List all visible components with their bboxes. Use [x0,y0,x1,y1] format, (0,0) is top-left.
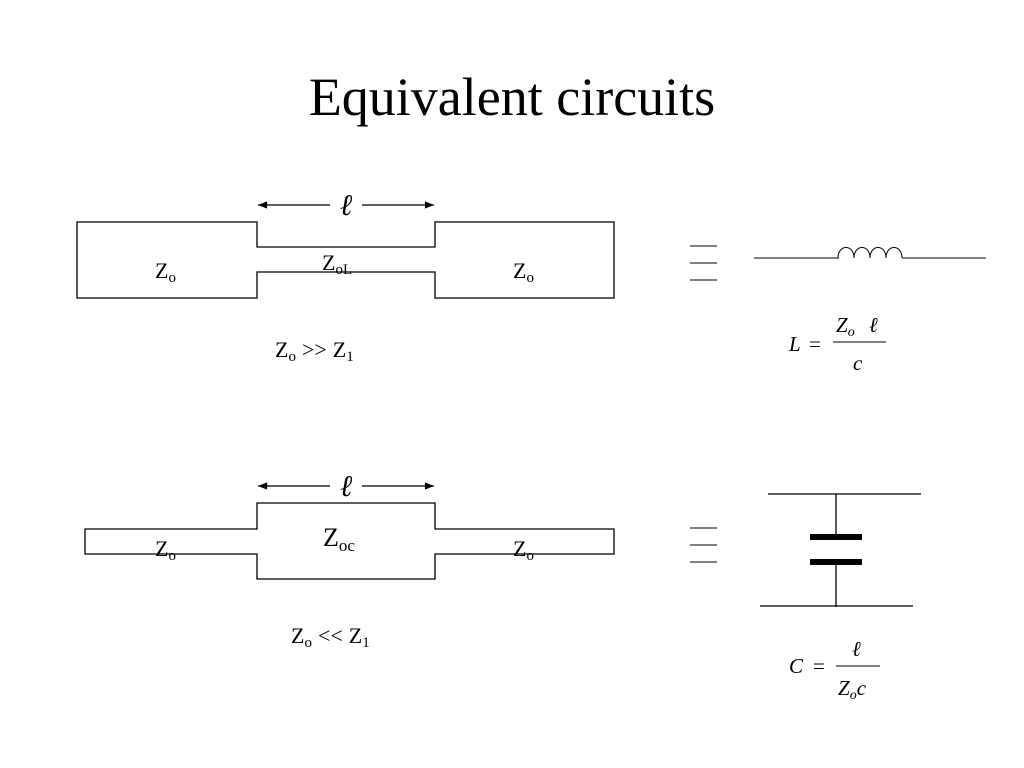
equivalence-sign-top [690,245,717,281]
capacitor-section: ℓ Zo Zoc Zo Zo<<Z1 [84,470,921,703]
condition-bottom: Zo<<Z1 [291,623,370,651]
slide-title: Equivalent circuits [308,67,716,127]
zo-label-right-bottom: Zo [513,536,534,564]
capacitor-symbol [760,493,921,607]
svg-text:ℓ: ℓ [869,313,878,337]
zoc-label: Zoc [323,523,355,555]
zol-label: ZoL [322,250,352,278]
svg-text:L: L [788,332,801,356]
length-symbol-top: ℓ [340,189,353,222]
svg-text:c: c [853,351,863,375]
microstrip-wide-outline [84,502,615,580]
svg-text:=: = [809,332,821,356]
svg-text:Zo: Zo [836,313,855,340]
inductor-symbol [754,247,986,259]
svg-text:Zoc: Zoc [838,676,867,703]
zo-label-left-top: Zo [155,258,176,286]
microstrip-narrow-outline [76,221,615,299]
zo-label-right-top: Zo [513,258,534,286]
length-symbol-bottom: ℓ [340,470,353,503]
condition-top: Zo>>Z1 [275,337,354,365]
inductance-formula: L = Zo ℓ c [788,313,886,375]
capacitance-formula: C = ℓ Zoc [789,637,880,703]
svg-text:C: C [789,654,804,678]
equivalence-sign-bottom [690,527,717,563]
svg-text:=: = [813,654,825,678]
svg-text:ℓ: ℓ [852,637,861,661]
zo-label-left-bottom: Zo [155,536,176,564]
inductor-section: ℓ Zo ZoL Zo Zo>>Z1 [76,189,986,375]
